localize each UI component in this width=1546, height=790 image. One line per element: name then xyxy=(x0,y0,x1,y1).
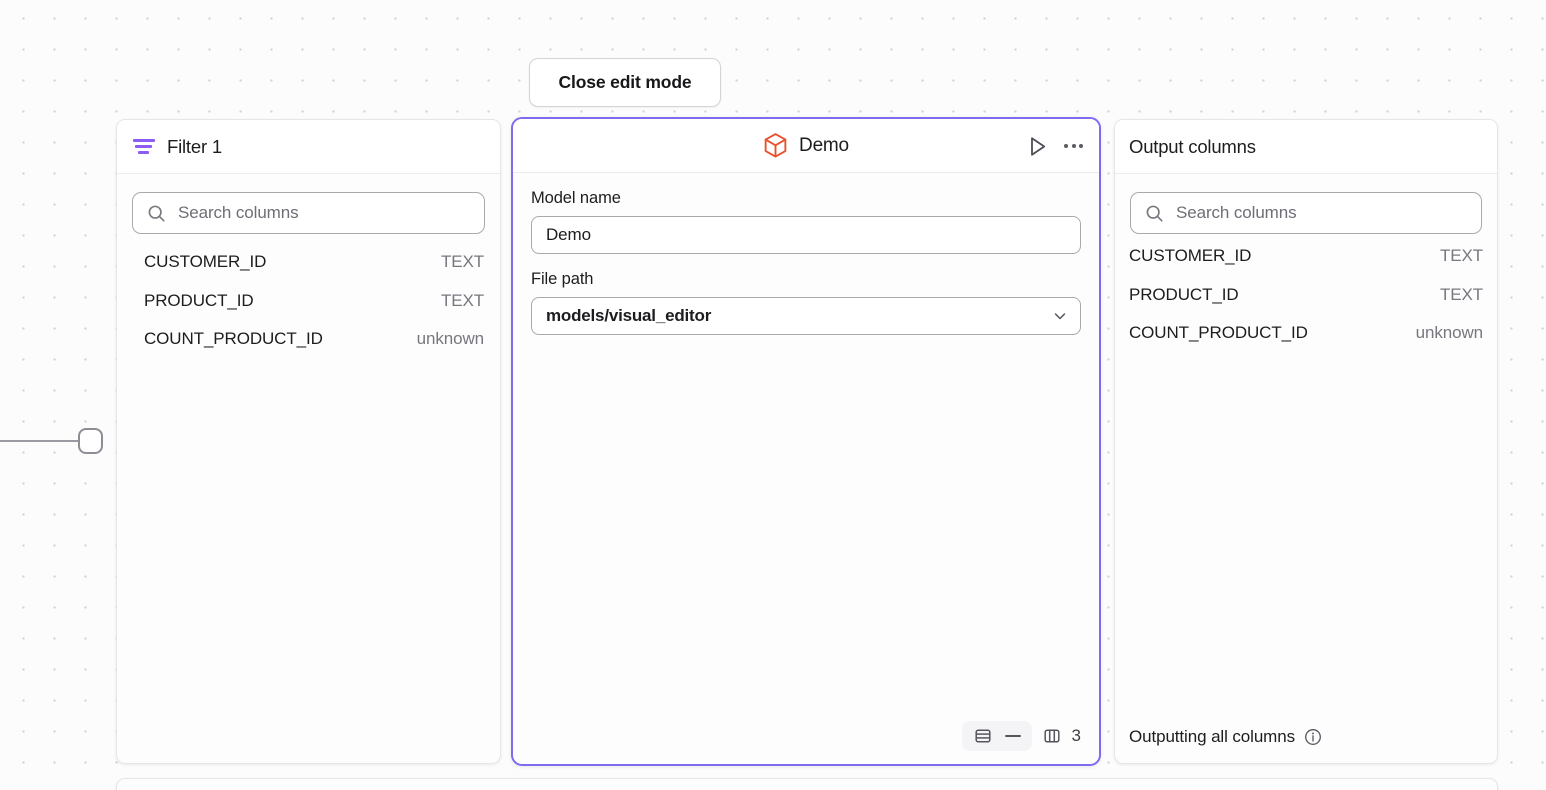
column-count-value: 3 xyxy=(1071,726,1081,745)
partial-node-panel-below[interactable] xyxy=(116,778,1498,790)
info-icon[interactable] xyxy=(1304,728,1322,746)
column-type: TEXT xyxy=(440,252,484,271)
file-path-select[interactable]: models/visual_editor xyxy=(531,297,1081,335)
play-icon[interactable] xyxy=(1027,135,1048,158)
filter-column-list: CUSTOMER_ID TEXT PRODUCT_ID TEXT COUNT_P… xyxy=(117,252,500,368)
filter-panel-body: Search columns CUSTOMER_ID TEXT PRODUCT_… xyxy=(117,174,500,763)
column-name: CUSTOMER_ID xyxy=(144,252,267,271)
file-path-value: models/visual_editor xyxy=(546,306,712,325)
output-search-placeholder: Search columns xyxy=(1176,203,1297,222)
list-item[interactable]: COUNT_PRODUCT_ID unknown xyxy=(1129,323,1483,362)
model-panel-header: Demo xyxy=(513,119,1099,173)
filter-node-panel[interactable]: Filter 1 Search columns CUSTOMER_ID TEXT… xyxy=(116,119,501,764)
rows-icon xyxy=(974,729,991,743)
search-icon xyxy=(148,205,165,222)
output-footer: Outputting all columns xyxy=(1115,711,1497,763)
model-panel-title: Demo xyxy=(799,134,849,156)
cube-icon xyxy=(764,133,787,158)
model-name-input[interactable] xyxy=(531,216,1081,254)
output-panel-header: Output columns xyxy=(1115,120,1497,174)
model-panel-body: Model name File path models/visual_edito… xyxy=(513,173,1099,764)
column-type: unknown xyxy=(416,329,484,348)
column-type: TEXT xyxy=(1439,284,1483,304)
row-count-stat[interactable] xyxy=(961,721,1032,751)
column-type: TEXT xyxy=(440,290,484,310)
output-column-list: CUSTOMER_ID TEXT PRODUCT_ID TEXT COUNT_P… xyxy=(1115,246,1497,362)
filter-search-input[interactable]: Search columns xyxy=(132,192,485,234)
column-name: PRODUCT_ID xyxy=(144,290,254,310)
output-columns-panel[interactable]: Output columns Search columns CUSTOMER_I… xyxy=(1114,119,1498,764)
column-count-stat[interactable]: 3 xyxy=(1042,726,1085,746)
filter-icon xyxy=(133,138,155,155)
list-item[interactable]: CUSTOMER_ID TEXT xyxy=(1129,246,1483,285)
model-node-panel[interactable]: Demo Model name File path models/v xyxy=(511,117,1101,766)
column-name: CUSTOMER_ID xyxy=(1129,246,1252,265)
chevron-down-icon xyxy=(1054,313,1066,320)
model-stats-footer: 3 xyxy=(961,721,1085,751)
file-path-label: File path xyxy=(531,270,594,288)
search-icon xyxy=(1146,205,1163,222)
column-name: COUNT_PRODUCT_ID xyxy=(144,329,323,348)
output-search-input[interactable]: Search columns xyxy=(1130,192,1482,234)
filter-search-placeholder: Search columns xyxy=(178,203,299,222)
column-name: PRODUCT_ID xyxy=(1129,284,1239,304)
model-name-label: Model name xyxy=(531,189,621,207)
list-item[interactable]: PRODUCT_ID TEXT xyxy=(1129,285,1483,324)
filter-panel-title: Filter 1 xyxy=(167,135,222,157)
output-panel-body: Search columns CUSTOMER_ID TEXT PRODUCT_… xyxy=(1115,174,1497,763)
close-edit-mode-button[interactable]: Close edit mode xyxy=(529,58,721,107)
columns-icon xyxy=(1043,729,1060,743)
output-footer-label: Outputting all columns xyxy=(1129,727,1295,746)
connector-handle[interactable] xyxy=(78,428,103,454)
row-count-value xyxy=(1004,734,1021,738)
ellipsis-icon[interactable] xyxy=(1064,144,1083,148)
list-item[interactable]: CUSTOMER_ID TEXT xyxy=(144,252,484,291)
column-type: unknown xyxy=(1415,323,1483,342)
list-item[interactable]: COUNT_PRODUCT_ID unknown xyxy=(144,329,484,368)
column-type: TEXT xyxy=(1439,246,1483,265)
list-item[interactable]: PRODUCT_ID TEXT xyxy=(144,291,484,330)
column-name: COUNT_PRODUCT_ID xyxy=(1129,323,1308,342)
filter-panel-header: Filter 1 xyxy=(117,120,500,174)
connector-edge xyxy=(0,440,80,442)
output-panel-title: Output columns xyxy=(1129,135,1256,157)
